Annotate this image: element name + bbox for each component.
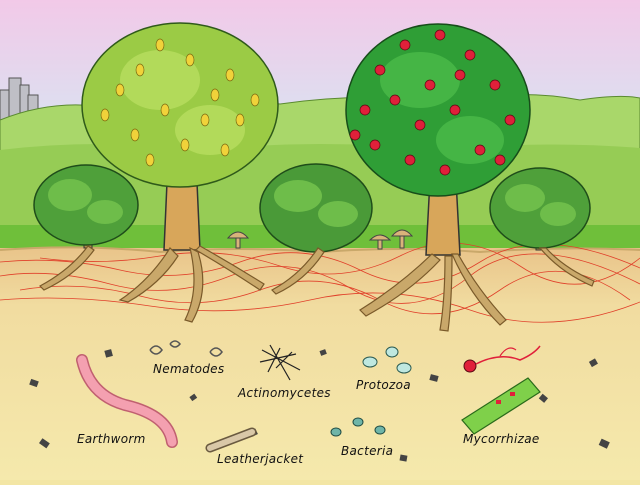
- label-mycorrhizae: Mycorrhizae: [463, 432, 540, 446]
- tree-roots: [39, 245, 595, 332]
- fine-roots: [0, 242, 640, 323]
- soil-stones: [29, 349, 610, 462]
- label-actinomycetes: Actinomycetes: [238, 386, 331, 400]
- bush-right: [489, 167, 591, 251]
- label-protozoa: Protozoa: [356, 378, 411, 392]
- protozoa: [362, 346, 412, 374]
- label-bacteria: Bacteria: [341, 444, 394, 458]
- nematodes: [149, 340, 223, 357]
- bacteria: [330, 417, 386, 437]
- label-leatherjacket: Leatherjacket: [217, 452, 304, 466]
- label-earthworm: Earthworm: [77, 432, 146, 446]
- bush-left: [33, 164, 139, 249]
- actinomycetes: [259, 344, 301, 381]
- city-skyline: [0, 77, 39, 121]
- label-nematodes: Nematodes: [153, 362, 225, 376]
- mushrooms: [226, 229, 414, 250]
- mycorrhizae: [461, 345, 541, 435]
- leatherjacket: [205, 427, 257, 453]
- bush-center: [259, 163, 373, 253]
- soil: [0, 248, 640, 480]
- apples: [349, 29, 516, 176]
- apple-tree: [345, 23, 531, 256]
- pear-tree: [81, 22, 279, 251]
- earthworm-body: [77, 355, 177, 447]
- pears: [100, 38, 260, 167]
